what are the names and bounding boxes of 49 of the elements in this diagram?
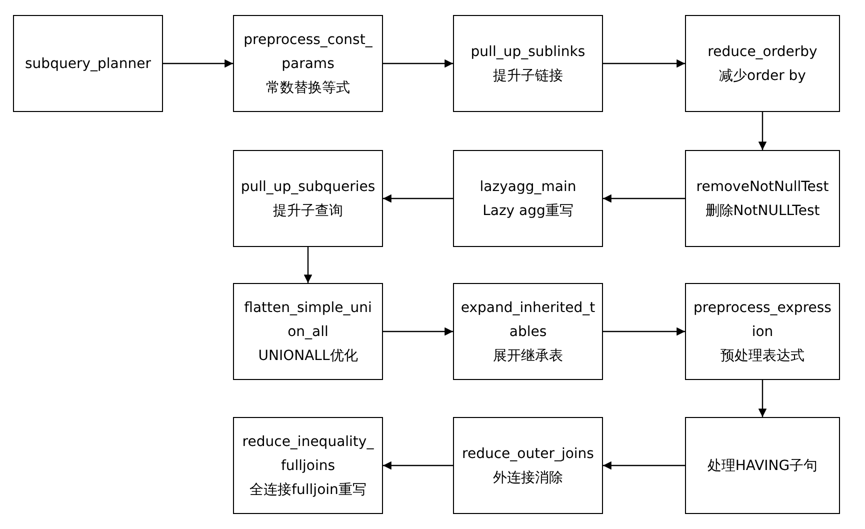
process-box [233, 283, 383, 380]
box-label: flatten_simple_union_all [243, 298, 373, 342]
arrow [603, 194, 685, 203]
box-label: pull_up_subqueries [240, 178, 376, 196]
arrow [603, 59, 685, 68]
box-label: preprocess_const_params [242, 30, 374, 74]
arrow [758, 380, 767, 417]
box-label: pull_up_sublinks [470, 42, 586, 62]
arrow [383, 327, 453, 336]
box-label: 处理HAVING子句 [707, 456, 818, 476]
box-label: reduce_inequality_fulljoins [241, 432, 375, 476]
arrow [383, 194, 453, 203]
box-label: UNIONALL优化 [258, 346, 358, 366]
arrow [383, 461, 453, 470]
box-label: 常数替换等式 [266, 78, 350, 98]
process-box [453, 150, 603, 247]
arrow [758, 112, 767, 150]
box-label: 外连接消除 [493, 468, 563, 488]
arrow [383, 59, 453, 68]
box-label: preprocess_expression [692, 298, 832, 342]
process-box [13, 15, 163, 112]
process-box [685, 417, 840, 514]
process-box [453, 15, 603, 112]
arrow [304, 247, 312, 283]
box-label: 预处理表达式 [720, 346, 804, 366]
box-label: removeNotNullTest [696, 178, 829, 196]
box-label: 减少order by [719, 66, 806, 86]
arrow [603, 461, 685, 470]
process-box [233, 15, 383, 112]
box-label: expand_inherited_tables [460, 298, 596, 342]
process-box [453, 417, 603, 514]
box-label: reduce_orderby [708, 42, 818, 62]
box-label: 展开继承表 [493, 346, 563, 366]
process-box [233, 150, 383, 247]
box-label: 全连接fulljoin重写 [250, 480, 366, 500]
box-label: subquery_planner [25, 54, 151, 74]
arrow [603, 327, 685, 336]
process-box [233, 417, 383, 514]
box-label: 提升子查询 [273, 202, 343, 220]
process-box [685, 15, 840, 112]
box-label: 删除NotNULLTest [705, 202, 820, 220]
process-box [685, 283, 840, 380]
box-label: reduce_outer_joins [462, 444, 594, 464]
box-label: 提升子链接 [493, 66, 563, 86]
process-box [453, 283, 603, 380]
box-label: Lazy agg重写 [482, 202, 574, 220]
box-label: lazyagg_main [480, 178, 576, 196]
process-box [685, 150, 840, 247]
arrow [163, 59, 233, 68]
